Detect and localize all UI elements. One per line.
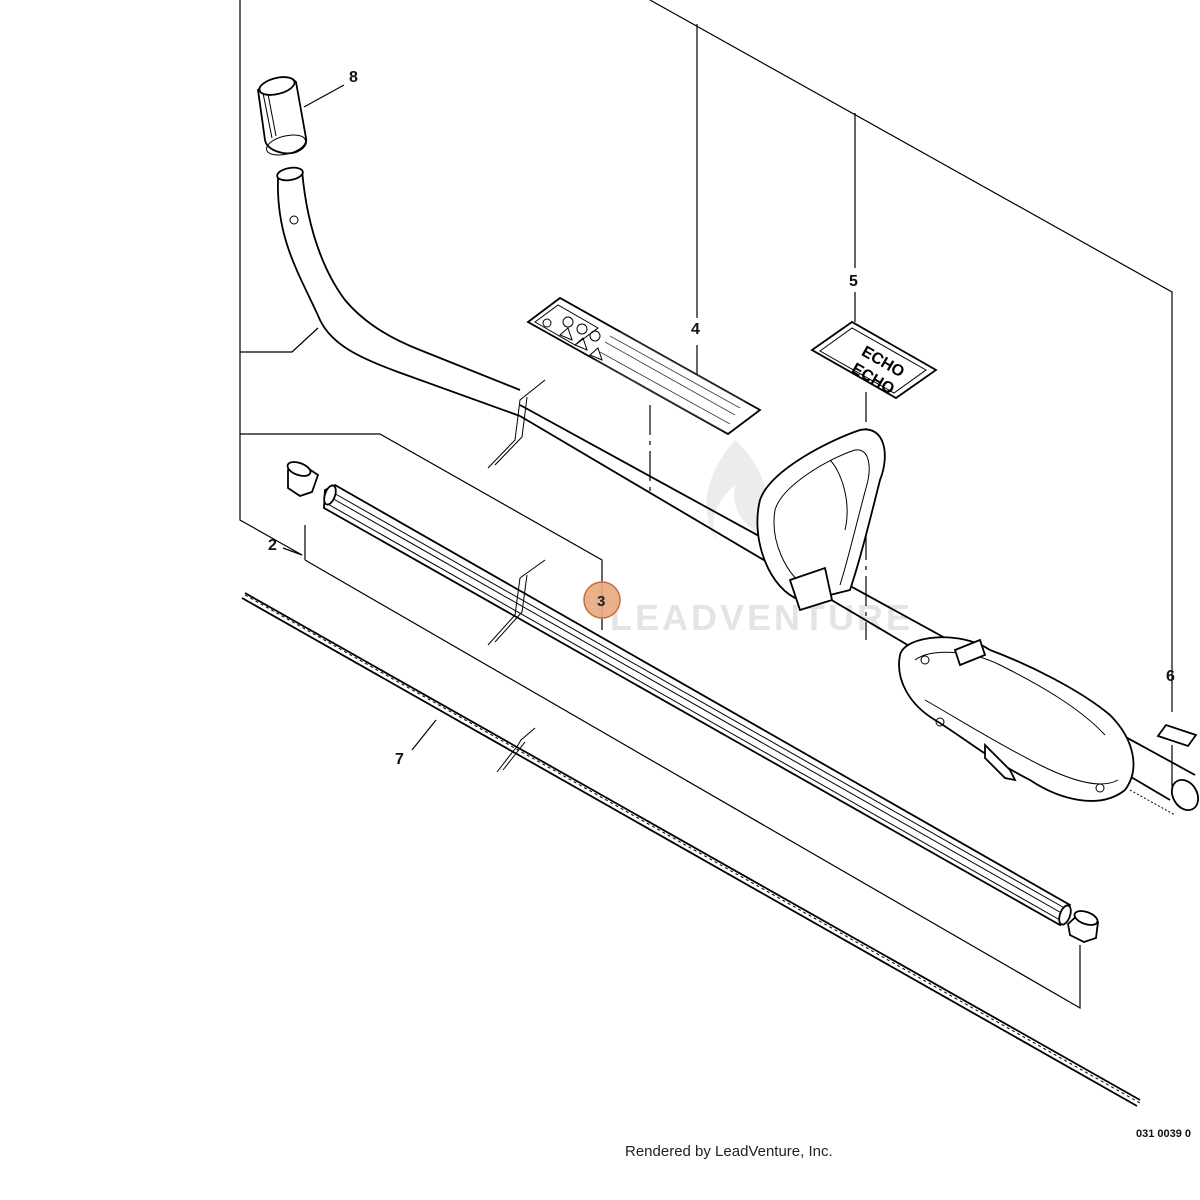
- watermark-text: LEADVENTURE: [610, 597, 913, 638]
- callout-4[interactable]: 4: [691, 321, 700, 338]
- bushing-bottom[interactable]: [1067, 908, 1099, 943]
- callout-6[interactable]: 6: [1166, 668, 1175, 685]
- callout-3[interactable]: 3: [597, 593, 605, 610]
- part-2-liner-assembly[interactable]: [286, 459, 1100, 943]
- part-outer-tube-main[interactable]: [276, 166, 1196, 801]
- part-5-echo-decal[interactable]: ECHO ECHO: [810, 320, 938, 400]
- drawing-code: 031 0039 0: [1136, 1128, 1191, 1140]
- callouts: 8 4 5 6 2 7 3: [268, 69, 1175, 768]
- part-3-inner-liner[interactable]: [322, 483, 1073, 927]
- watermark-flame-icon: [706, 440, 768, 545]
- decal-text-block: [594, 331, 746, 431]
- part-6-label[interactable]: [1156, 723, 1198, 748]
- callout-5[interactable]: 5: [849, 273, 858, 290]
- part-tube-end[interactable]: [1129, 775, 1200, 816]
- callout-7[interactable]: 7: [395, 751, 404, 768]
- callout-3-highlight[interactable]: 3: [583, 581, 621, 619]
- part-8-grip-sleeve[interactable]: [257, 74, 308, 159]
- callout-2[interactable]: 2: [268, 537, 277, 554]
- footer-credit: Rendered by LeadVenture, Inc.: [625, 1143, 833, 1160]
- leader-lines: [239, 0, 1173, 1010]
- part-4-warning-decal[interactable]: [526, 296, 762, 436]
- bushing-top[interactable]: [286, 459, 320, 497]
- part-rear-grip[interactable]: [898, 636, 1135, 802]
- part-loop-handle[interactable]: [756, 428, 886, 612]
- highlight-marker: [583, 581, 621, 619]
- part-7-drive-shaft[interactable]: [241, 592, 1141, 1107]
- callout-8[interactable]: 8: [349, 69, 358, 86]
